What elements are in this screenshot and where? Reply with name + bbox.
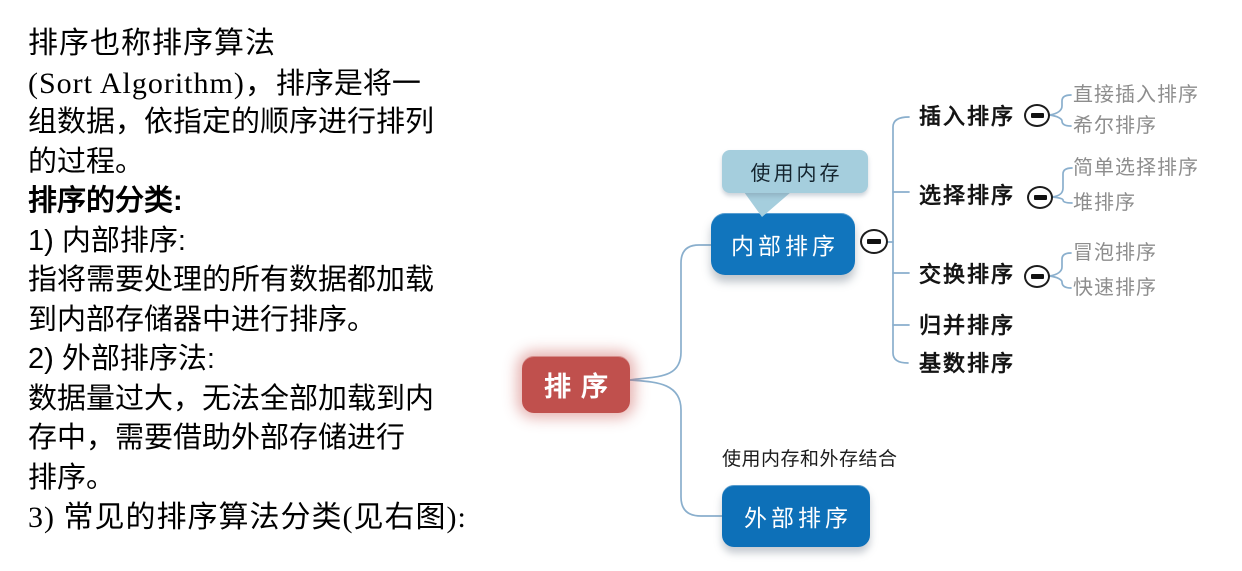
mindmap-root-node[interactable]: 排序 (522, 356, 630, 413)
topic-insertion-sort: 插入排序 (919, 104, 1016, 129)
leaf-heap-sort: 堆排序 (1073, 192, 1136, 214)
topic-swap-sort: 交换排序 (919, 262, 1016, 287)
leaf-shell-sort: 希尔排序 (1073, 115, 1157, 137)
collapse-toggle-inner[interactable] (860, 229, 888, 254)
text-line: 存中，需要借助外部存储进行 (28, 422, 406, 454)
connector-swap-bottom (1048, 275, 1072, 289)
connector-insert-bottom (1048, 114, 1072, 127)
text-segment: (Sort Algorithm)， (28, 66, 276, 100)
text-line: 数据量过大，无法全部加载到内 (28, 382, 435, 415)
topic-selection-sort: 选择排序 (919, 183, 1016, 208)
text-line: 2) 外部排序法: (28, 343, 215, 375)
leaf-bubble-sort: 冒泡排序 (1073, 242, 1157, 264)
leaf-simple-selection-sort: 简单选择排序 (1073, 157, 1199, 179)
connector-insert-top (1048, 94, 1072, 116)
topic-merge-sort: 归并排序 (919, 313, 1016, 338)
text-line: 指将需要处理的所有数据都加载 (28, 264, 435, 296)
connector-select-bottom (1051, 196, 1073, 204)
text-line-heading: 排序的分类: (28, 185, 183, 217)
outer-annotation: 使用内存和外存结合 (722, 449, 898, 470)
leaf-quick-sort: 快速排序 (1073, 277, 1157, 299)
connector-spine (892, 116, 910, 364)
connector-select-top (1051, 167, 1073, 198)
connector-root-to-outer (629, 379, 723, 517)
mindmap-inner-sort-node[interactable]: 内部排序 (711, 213, 855, 275)
minus-icon (1033, 195, 1047, 200)
leaf-direct-insertion-sort: 直接插入排序 (1073, 84, 1199, 106)
connector-root-to-inner (629, 244, 712, 381)
text-line: 1) 内部排序: (28, 224, 186, 257)
collapse-toggle-select[interactable] (1027, 186, 1053, 209)
text-line: 的过程。 (28, 145, 145, 178)
topic-radix-sort: 基数排序 (919, 351, 1016, 376)
connector-swap-top (1048, 252, 1072, 277)
text-segment: 排序是将一 (275, 67, 421, 100)
description-text: 排序也称排序算法 (Sort Algorithm)，排序是将一 组数据，依指定的… (28, 24, 553, 538)
minus-icon (867, 239, 881, 244)
text-line: 排序。 (28, 461, 116, 494)
text-line: (Sort Algorithm)，排序是将一 (28, 64, 553, 104)
minus-icon (1030, 274, 1044, 279)
text-line: 组数据，依指定的顺序进行排列 (28, 106, 435, 138)
text-line: 到内部存储器中进行排序。 (28, 303, 377, 336)
minus-icon (1030, 113, 1044, 118)
text-line: 排序也称排序算法 (28, 27, 276, 60)
collapse-toggle-swap[interactable] (1024, 265, 1050, 288)
collapse-toggle-insert[interactable] (1024, 104, 1050, 127)
mindmap-outer-sort-node[interactable]: 外部排序 (722, 485, 870, 547)
text-line: 3) 常见的排序算法分类(见右图): (28, 501, 467, 534)
inner-callout-bubble: 使用内存 (722, 150, 868, 193)
